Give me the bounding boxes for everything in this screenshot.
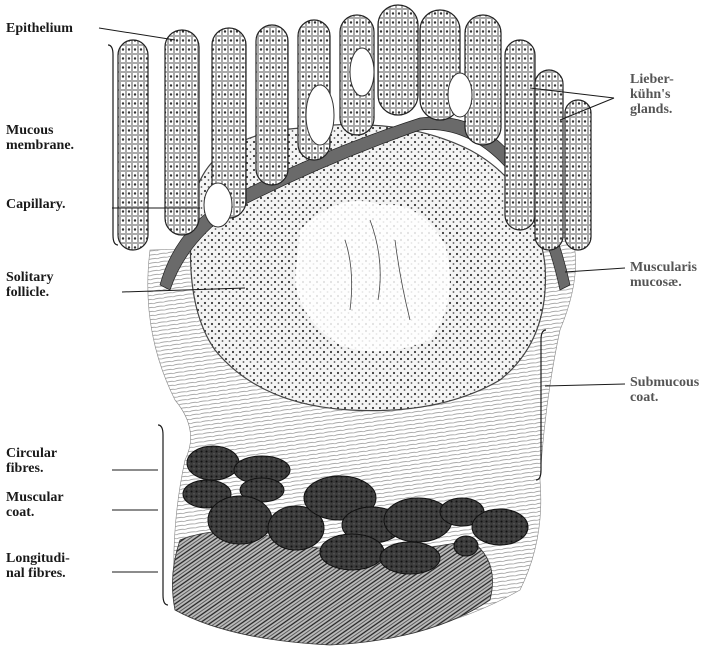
label-submucous-coat: Submucous coat.	[630, 375, 699, 405]
label-lieberkuhn-glands: Lieber- kühn's glands.	[630, 72, 674, 117]
label-muscularis-mucosae: Muscularis mucosæ.	[630, 260, 697, 290]
label-solitary-follicle: Solitary follicle.	[6, 270, 53, 300]
label-longitudinal-fibres: Longitudi- nal fibres.	[6, 551, 70, 581]
label-mucous-membrane: Mucous membrane.	[6, 123, 74, 153]
label-muscular-coat: Muscular coat.	[6, 490, 64, 520]
label-capillary: Capillary.	[6, 197, 66, 212]
label-circular-fibres: Circular fibres.	[6, 446, 57, 476]
label-epithelium: Epithelium	[6, 21, 73, 36]
